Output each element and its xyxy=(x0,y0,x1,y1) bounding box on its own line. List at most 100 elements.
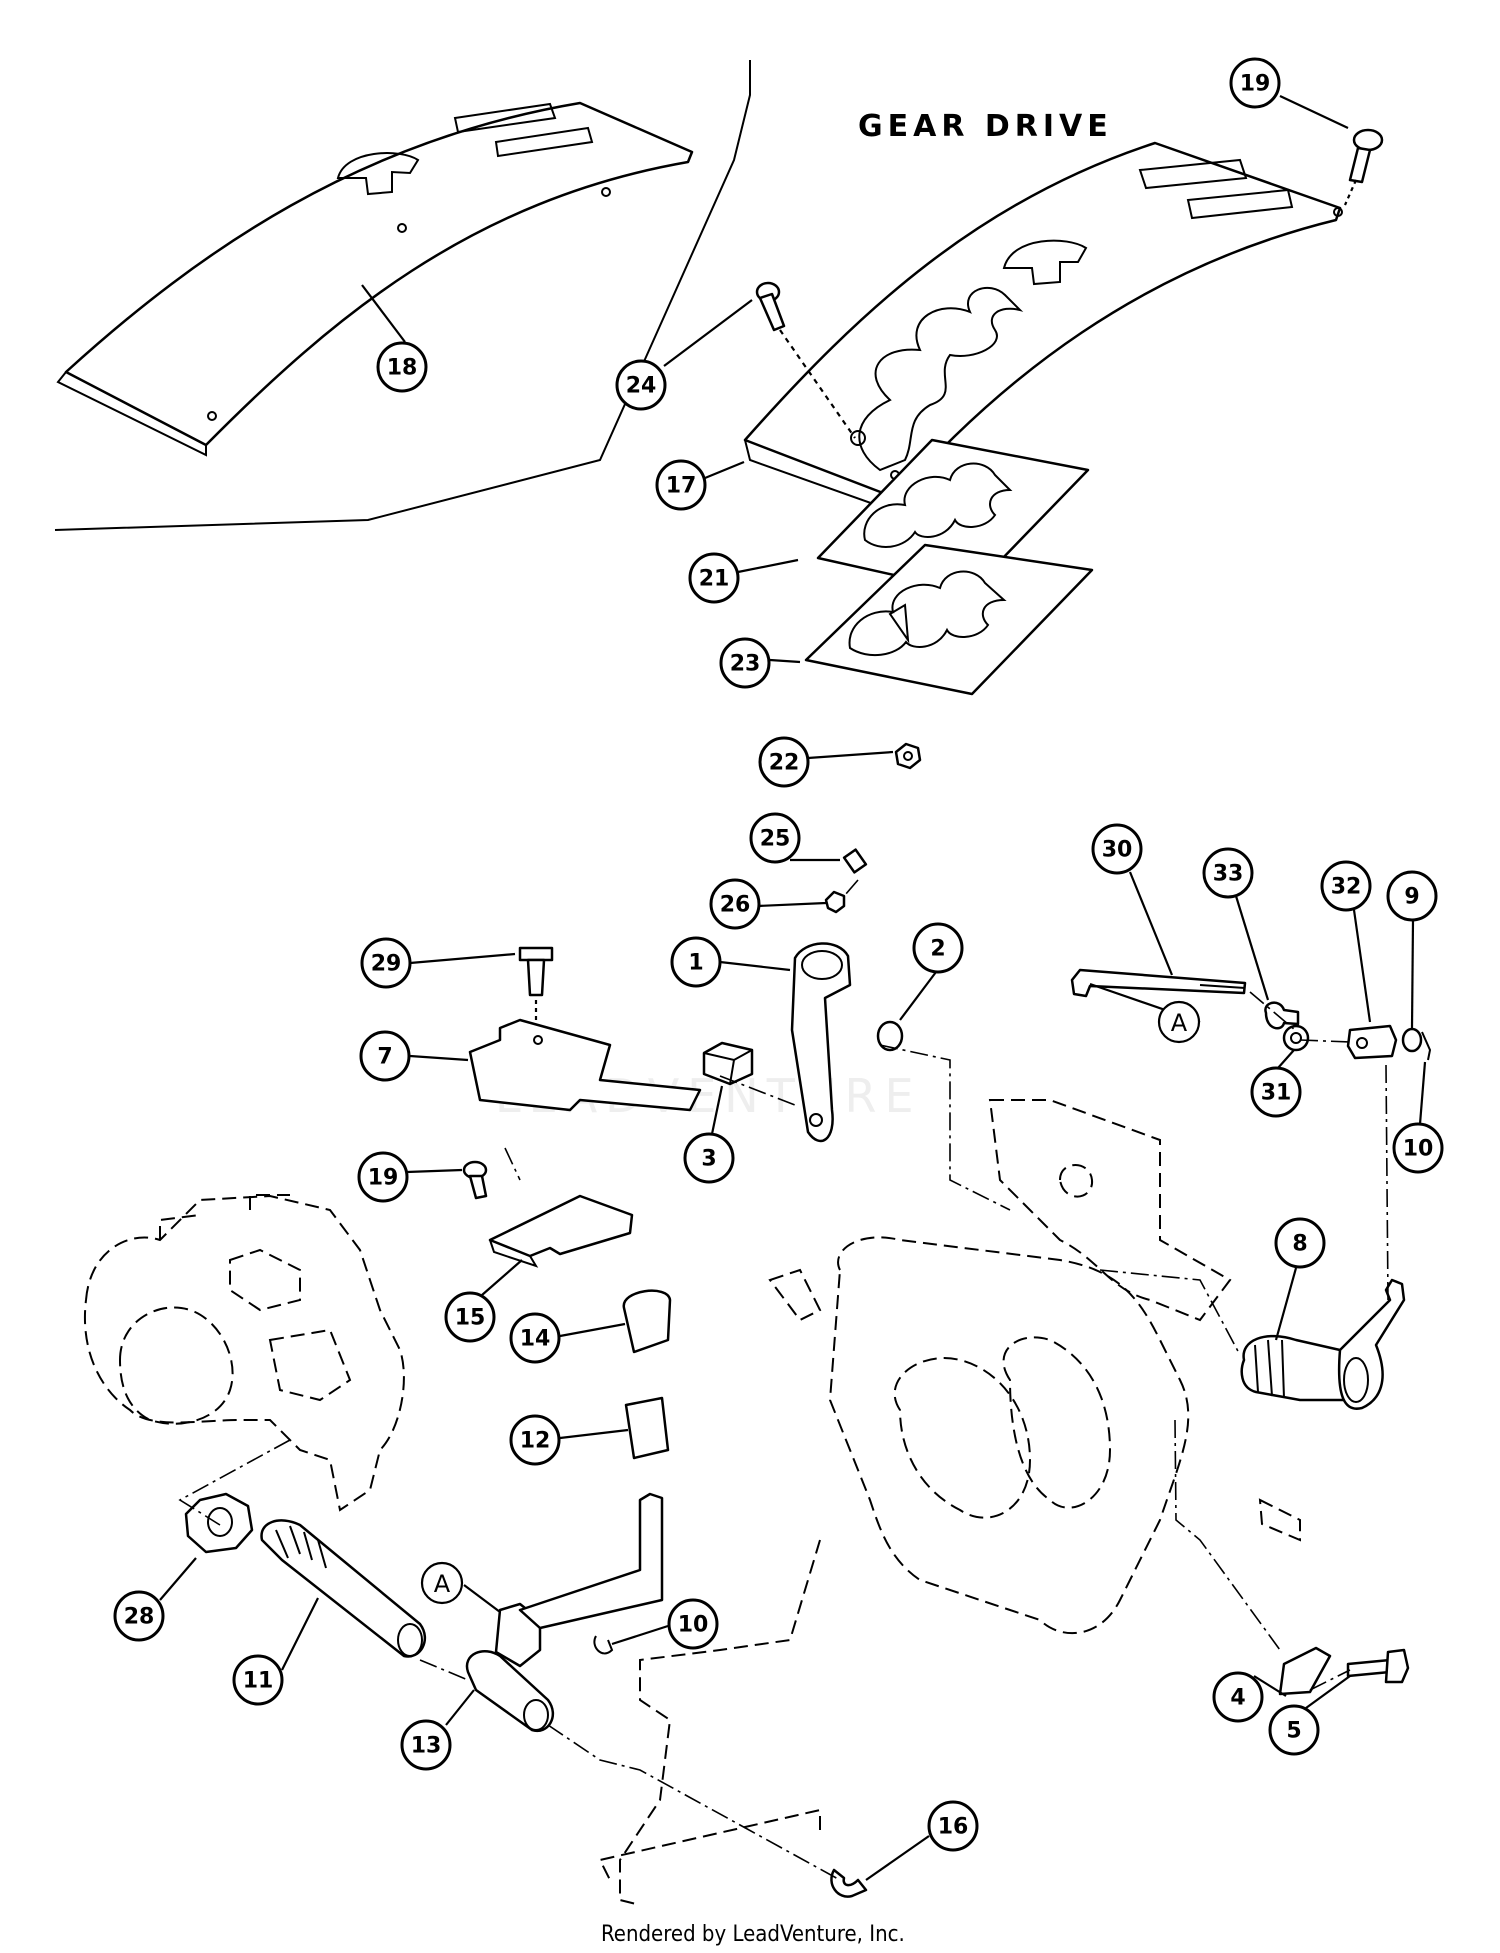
callout-13: 13 xyxy=(400,1719,452,1771)
callout-circle xyxy=(359,1030,411,1082)
callout-label: 29 xyxy=(371,952,402,977)
callout-circle xyxy=(113,1590,165,1642)
part-15-plate xyxy=(488,1194,634,1268)
callout-19: 19 xyxy=(1229,57,1281,109)
callout-circle xyxy=(719,637,771,689)
callout-label: 3 xyxy=(701,1147,716,1172)
part-7-bracket xyxy=(468,1018,702,1112)
reference-circle xyxy=(1157,1000,1201,1044)
callout-24: 24 xyxy=(615,359,667,411)
part-11-shaft xyxy=(260,1519,427,1658)
callout-28: 28 xyxy=(113,1590,165,1642)
callout-label: 28 xyxy=(124,1605,155,1630)
callout-label: 32 xyxy=(1331,875,1362,900)
callout-circle xyxy=(615,359,667,411)
callout-label: 21 xyxy=(699,567,730,592)
callout-5: 5 xyxy=(1268,1704,1320,1756)
part-5-bolt xyxy=(1346,1648,1410,1684)
reference-circle xyxy=(420,1561,464,1605)
part-30-rod xyxy=(1070,968,1247,998)
part-4-plate xyxy=(1278,1646,1332,1696)
callout-label: 12 xyxy=(520,1429,551,1454)
callout-label: 22 xyxy=(769,751,800,776)
callout-label: 31 xyxy=(1261,1081,1292,1106)
callout-circle xyxy=(688,552,740,604)
reference-marker-group: AA xyxy=(420,1000,1201,1605)
center-lines xyxy=(178,879,1389,1881)
callout-label: 13 xyxy=(411,1734,442,1759)
part-18-cover xyxy=(56,101,694,457)
part-2-oring xyxy=(876,1020,904,1052)
callout-circle xyxy=(670,936,722,988)
part-28-nut xyxy=(184,1492,254,1554)
callout-circle xyxy=(376,341,428,393)
part-25-setscrew xyxy=(842,848,868,874)
callout-31: 31 xyxy=(1250,1066,1302,1118)
callout-circle xyxy=(232,1654,284,1706)
part-14-knob xyxy=(622,1289,672,1354)
callout-circle xyxy=(1392,1122,1444,1174)
callout-9: 9 xyxy=(1386,870,1438,922)
callout-circle xyxy=(400,1719,452,1771)
callout-label: 23 xyxy=(730,652,761,677)
part-17-cover xyxy=(743,141,1343,514)
part-12-pad xyxy=(624,1396,670,1460)
part-26-nut xyxy=(824,890,846,914)
callout-label: 8 xyxy=(1292,1232,1307,1257)
callout-circle xyxy=(667,1598,719,1650)
callout-circle xyxy=(749,812,801,864)
callout-label: 9 xyxy=(1404,885,1419,910)
callout-32: 32 xyxy=(1320,860,1372,912)
callout-circle xyxy=(444,1291,496,1343)
callout-circle xyxy=(1202,847,1254,899)
callout-12: 12 xyxy=(509,1414,561,1466)
callout-circle xyxy=(509,1312,561,1364)
callout-label: 7 xyxy=(377,1045,392,1070)
callout-18: 18 xyxy=(376,341,428,393)
callout-15: 15 xyxy=(444,1291,496,1343)
callout-3: 3 xyxy=(683,1132,735,1184)
callout-label: 10 xyxy=(1403,1137,1434,1162)
callout-19: 19 xyxy=(357,1151,409,1203)
part-10-clip-bottom xyxy=(593,1635,614,1655)
callout-14: 14 xyxy=(509,1312,561,1364)
callout-circle xyxy=(1386,870,1438,922)
callout-label: 15 xyxy=(455,1306,486,1331)
callout-21: 21 xyxy=(688,552,740,604)
callout-label: 26 xyxy=(720,893,751,918)
callout-label: 19 xyxy=(368,1166,399,1191)
part-33-pin xyxy=(1264,1001,1300,1030)
part-3-block xyxy=(702,1041,754,1086)
callout-25: 25 xyxy=(749,812,801,864)
callout-circle xyxy=(1212,1671,1264,1723)
callout-label: 25 xyxy=(760,827,791,852)
callout-7: 7 xyxy=(359,1030,411,1082)
callout-label: 17 xyxy=(666,474,697,499)
part-16-clip xyxy=(830,1868,868,1898)
callout-1: 1 xyxy=(670,936,722,988)
callout-circle xyxy=(357,1151,409,1203)
callout-circle xyxy=(1229,57,1281,109)
callout-circle xyxy=(1250,1066,1302,1118)
part-31-washer xyxy=(1282,1024,1310,1052)
callout-33: 33 xyxy=(1202,847,1254,899)
callout-label: 14 xyxy=(520,1327,551,1352)
callout-30: 30 xyxy=(1091,823,1143,875)
part-1-arm xyxy=(790,942,852,1143)
reference-label: A xyxy=(1171,1009,1188,1037)
part-22-nut xyxy=(894,742,922,770)
callout-circle xyxy=(1274,1217,1326,1269)
inset-frame xyxy=(54,60,751,531)
part-10-clip-top xyxy=(1421,1031,1432,1061)
callout-circle xyxy=(509,1414,561,1466)
callout-label: 33 xyxy=(1213,862,1244,887)
callout-circle xyxy=(360,937,412,989)
callout-17: 17 xyxy=(655,459,707,511)
diagram-title: GEAR DRIVE xyxy=(858,109,1113,144)
part-19-screw-bottom xyxy=(462,1160,488,1200)
callout-10: 10 xyxy=(667,1598,719,1650)
callout-label: 18 xyxy=(387,356,418,381)
callout-circle xyxy=(709,878,761,930)
callout-circle xyxy=(912,922,964,974)
